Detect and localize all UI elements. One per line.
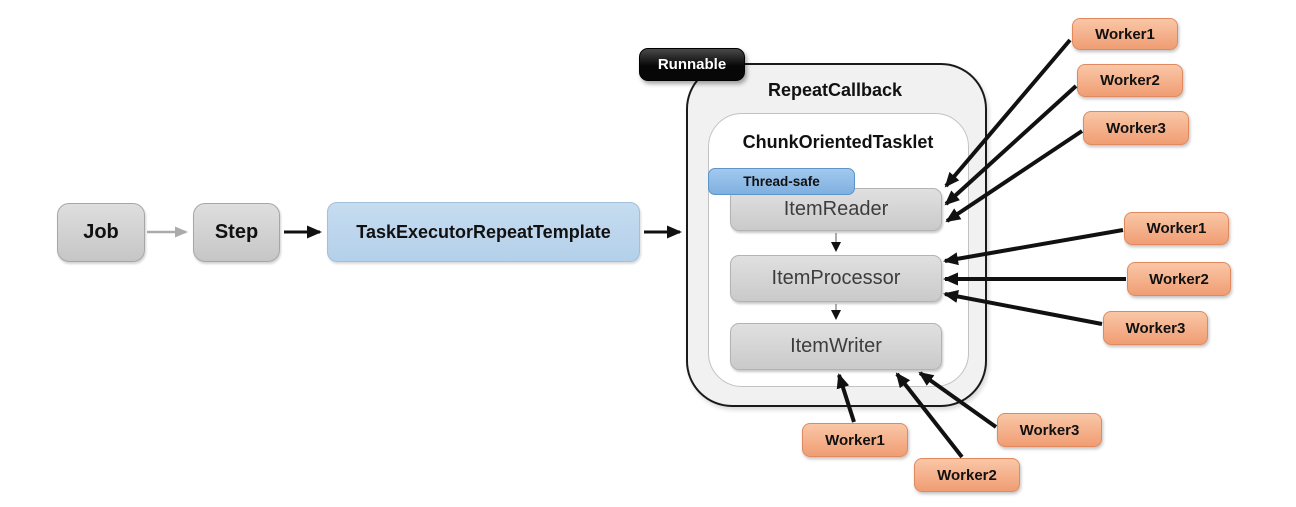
worker1-reader-node: Worker1 xyxy=(1072,18,1178,50)
worker2-processor-node: Worker2 xyxy=(1127,262,1231,296)
chunk-oriented-tasklet-title: ChunkOrientedTasklet xyxy=(742,132,934,152)
item-writer-node: ItemWriter xyxy=(730,323,942,370)
item-reader-node: ItemReader xyxy=(730,188,942,231)
task-executor-repeat-template-node: TaskExecutorRepeatTemplate xyxy=(327,202,640,262)
step-node: Step xyxy=(193,203,280,262)
worker1-processor-node: Worker1 xyxy=(1124,212,1229,245)
job-node: Job xyxy=(57,203,145,262)
item-processor-node: ItemProcessor xyxy=(730,255,942,302)
worker2-writer-node: Worker2 xyxy=(914,458,1020,492)
worker1-writer-node: Worker1 xyxy=(802,423,908,457)
thread-safe-badge: Thread-safe xyxy=(708,168,855,195)
worker3-processor-node: Worker3 xyxy=(1103,311,1208,345)
worker2-reader-node: Worker2 xyxy=(1077,64,1183,97)
repeat-callback-title: RepeatCallback xyxy=(767,80,903,100)
runnable-badge: Runnable xyxy=(639,48,745,81)
worker3-writer-node: Worker3 xyxy=(997,413,1102,447)
worker3-reader-node: Worker3 xyxy=(1083,111,1189,145)
